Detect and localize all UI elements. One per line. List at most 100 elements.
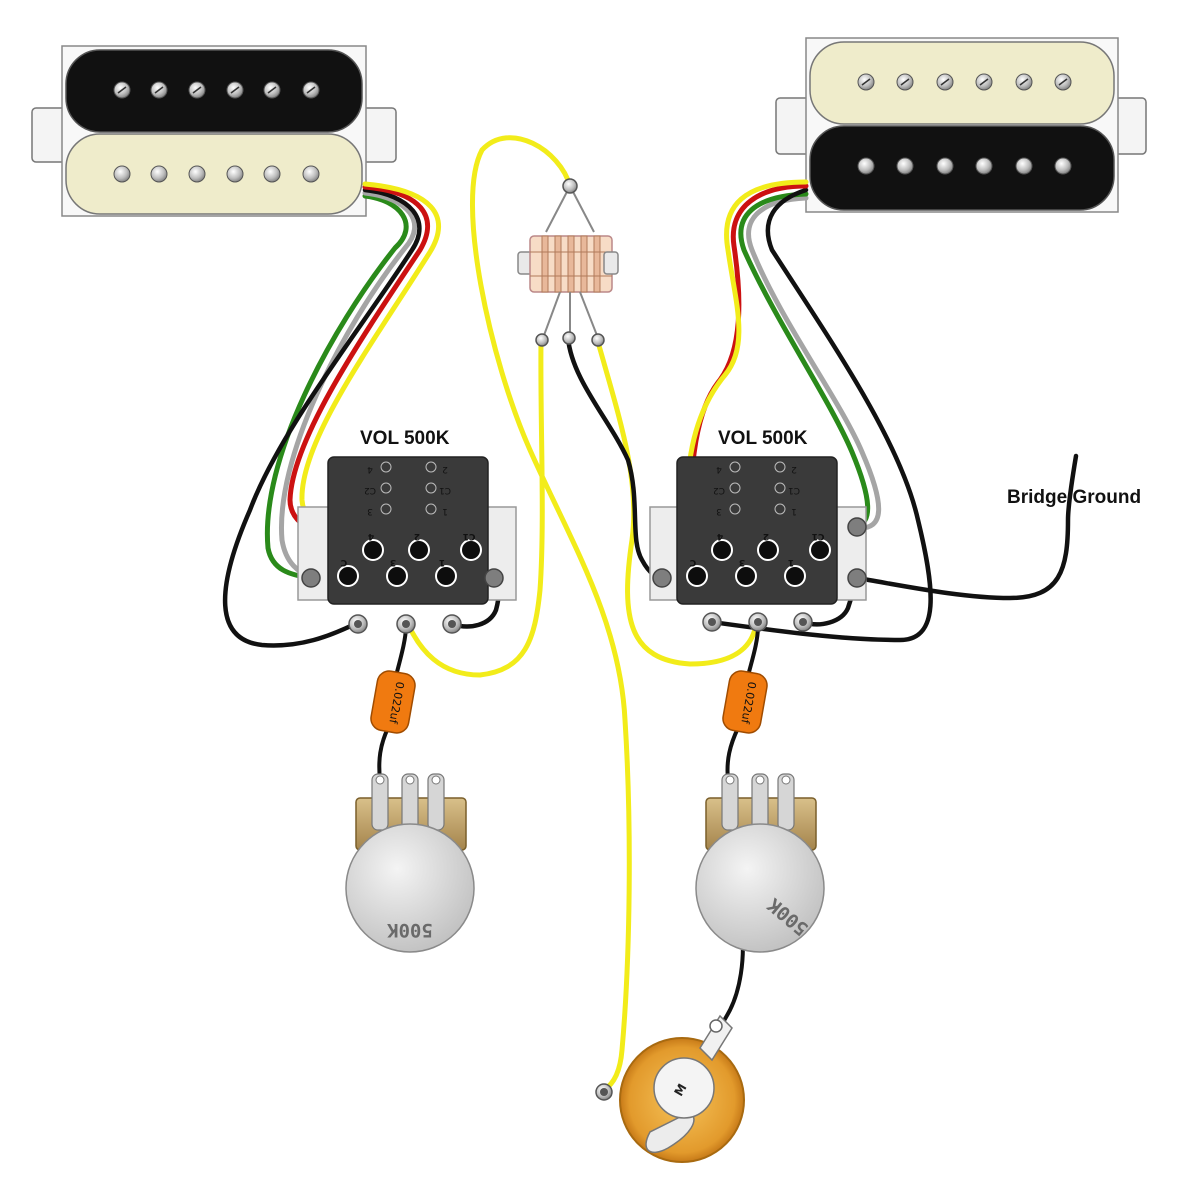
switch-terminal-label: 2	[763, 531, 769, 541]
right-pot-lugs	[721, 773, 795, 831]
pot-lug-1	[721, 773, 739, 831]
right-potentiometer: 500K	[695, 773, 825, 953]
switch-terminal	[784, 565, 806, 587]
wire-right-black	[709, 187, 933, 643]
switch-terminal-label: C	[340, 557, 347, 567]
right-volume-label: VOL 500K	[718, 428, 808, 449]
left-humbucker-slugs	[113, 165, 320, 183]
left-tone-capacitor: 0.022uf	[370, 670, 416, 734]
bridge-ground-label: Bridge/Ground	[1007, 487, 1141, 508]
slug-2	[896, 157, 914, 175]
switch-terminal	[735, 565, 757, 587]
wires	[222, 135, 1079, 1093]
wire-left-black	[222, 187, 422, 648]
right-switch-lower-terminals: 4 2 C1C 3 1	[686, 531, 831, 587]
right-humbucker-black-bobbin	[809, 125, 1115, 211]
switch-label: C1	[439, 485, 451, 495]
wire-right-output-yellow	[595, 339, 759, 667]
right-humbucker-slugs	[857, 157, 1072, 175]
switch-label: 4	[367, 464, 373, 474]
wire-bridge-ground	[854, 453, 1079, 601]
right-switch-frame-lug-left	[652, 568, 672, 588]
wire-right-green	[738, 191, 871, 529]
jack-sleeve-lug	[699, 1014, 733, 1062]
switch-terminal-label: 1	[439, 557, 445, 567]
wire-left-output-yellow	[405, 339, 545, 678]
switch-label: C1	[788, 485, 800, 495]
slug-1	[113, 165, 131, 183]
switch-terminal	[757, 539, 779, 561]
switch-terminal	[809, 539, 831, 561]
slug-6	[302, 165, 320, 183]
wire-right-cap-lower	[725, 726, 740, 782]
left-humbucker-pole-screws	[113, 81, 320, 99]
switch-terminal-label: C1	[463, 531, 476, 541]
switch-label: C2	[364, 485, 376, 495]
wire-jack-tip-loop	[470, 135, 632, 1093]
output-jack-switch	[517, 178, 619, 347]
slug-4	[975, 157, 993, 175]
right-switch-frame-lug-bottom	[847, 568, 867, 588]
slug-3	[188, 165, 206, 183]
output-jack: M	[595, 1014, 745, 1163]
switch-terminal-label: 1	[788, 557, 794, 567]
left-potentiometer: 500K	[345, 773, 475, 953]
pot-lug-1	[371, 773, 389, 831]
left-switch-frame-lug-right	[484, 568, 504, 588]
left-humbucker-cream-bobbin	[65, 133, 363, 215]
switch-terminal-label: 4	[717, 531, 723, 541]
slug-5	[1015, 157, 1033, 175]
switch-label: 1	[791, 506, 797, 516]
switch-terminal	[686, 565, 708, 587]
switch-terminal	[711, 539, 733, 561]
wire-jack-ground-black	[565, 335, 665, 581]
wire-left-cap-lower	[377, 726, 390, 782]
switch-terminal-label: 2	[414, 531, 420, 541]
switch-terminal	[362, 539, 384, 561]
jack-switch-top-lug	[562, 178, 578, 194]
slug-4	[226, 165, 244, 183]
switch-terminal	[435, 565, 457, 587]
right-switch-frame-lug-top	[847, 517, 867, 537]
switch-label: 2	[442, 464, 448, 474]
jack-switch-lug-right	[591, 333, 605, 347]
switch-terminal	[386, 565, 408, 587]
switch-terminal-label: C	[689, 557, 696, 567]
slug-5	[263, 165, 281, 183]
switch-terminal-label: 4	[368, 531, 374, 541]
switch-label: 2	[791, 464, 797, 474]
switch-terminal-label: C1	[812, 531, 825, 541]
right-humbucker-cream-bobbin	[809, 41, 1115, 125]
left-humbucker	[31, 45, 397, 217]
jack-switch-lug-middle	[562, 331, 576, 345]
right-humbucker	[775, 37, 1147, 213]
switch-terminal	[408, 539, 430, 561]
left-pot-body	[345, 823, 475, 953]
right-pot-body	[695, 823, 825, 953]
switch-terminal	[337, 565, 359, 587]
left-switch-lower-terminals: 4 2 C1C 3 1	[337, 531, 482, 587]
switch-terminal-label: 3	[390, 557, 396, 567]
right-tone-capacitor: 0.022uf	[722, 670, 768, 734]
switch-label: 3	[367, 506, 373, 516]
left-pot-label: 500K	[387, 919, 433, 941]
slug-3	[936, 157, 954, 175]
wire-left-green	[264, 193, 409, 581]
switch-terminal	[460, 539, 482, 561]
switch-terminal-label: 3	[739, 557, 745, 567]
switch-label: C2	[713, 485, 725, 495]
slug-2	[150, 165, 168, 183]
right-humbucker-pole-screws	[857, 73, 1072, 91]
wire-right-gray	[746, 195, 882, 531]
left-volume-label: VOL 500K	[360, 428, 450, 449]
jack-switch-leaves	[530, 235, 612, 293]
left-humbucker-black-bobbin	[65, 49, 363, 133]
slug-1	[857, 157, 875, 175]
left-pot-lugs	[371, 773, 445, 831]
jack-center	[653, 1057, 715, 1119]
slug-6	[1054, 157, 1072, 175]
